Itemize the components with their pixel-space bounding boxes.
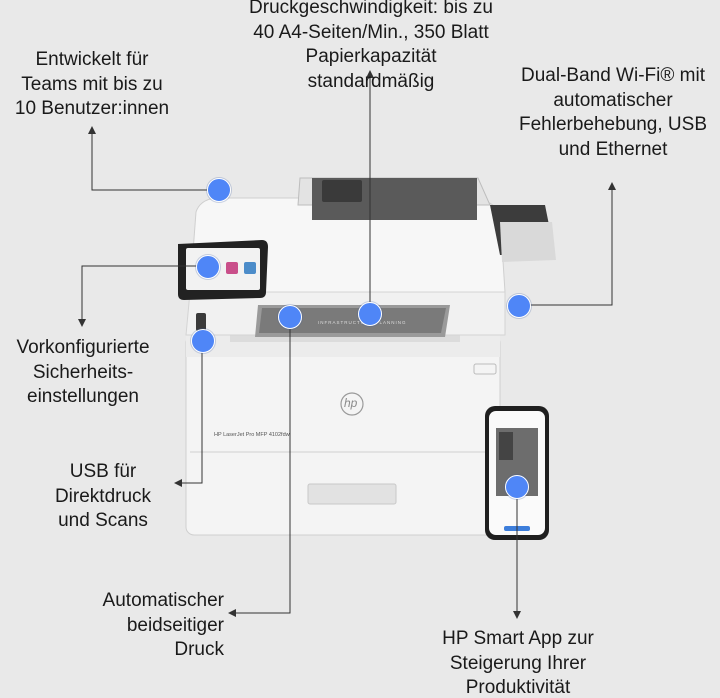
callout-app: HP Smart App zur Steigerung Ihrer Produk…: [442, 628, 594, 698]
leader-wifi: [518, 186, 613, 306]
hp-logo: hp: [344, 396, 358, 410]
leader-usb: [178, 342, 203, 484]
leader-lines: [81, 74, 613, 615]
callout-usb: USB für Direktdruck und Scans: [54, 461, 152, 531]
model-label: HP LaserJet Pro MFP 4102fdw: [214, 432, 290, 438]
leader-teams: [91, 130, 207, 191]
leader-security: [81, 265, 207, 323]
callout-wifi: Dual-Band Wi-Fi® mit automatischer Fehle…: [518, 65, 707, 160]
phone-photo-detail: [499, 432, 513, 460]
arrow-up-icon: [88, 126, 96, 134]
arrowheads: [78, 70, 616, 619]
indicator-slot: [473, 363, 497, 375]
callout-security: Vorkonfigurierte Sicherheits- einstellun…: [16, 337, 150, 407]
screen-tile: [226, 262, 238, 274]
output-paper-print: [259, 308, 446, 333]
arrow-left-icon: [228, 609, 236, 617]
hotspot-wifi[interactable]: [507, 294, 531, 318]
hotspot-speed[interactable]: [358, 302, 382, 326]
adf-guide: [322, 180, 362, 202]
hotspot-teams[interactable]: [207, 178, 231, 202]
leader-duplex: [232, 317, 291, 614]
callout-teams: Entwickelt für Teams mit bis zu 10 Benut…: [14, 49, 170, 119]
screen-tile: [244, 262, 256, 274]
callout-duplex: Automatischer beidseitiger Druck: [102, 590, 224, 660]
arrow-up-icon: [608, 182, 616, 190]
usb-port: [196, 313, 206, 331]
hotspot-control-panel[interactable]: [196, 255, 220, 279]
callout-speed: Druckgeschwindigkeit: bis zu 40 A4-Seite…: [249, 0, 493, 92]
hotspot-security[interactable]: [191, 329, 215, 353]
arrow-up-icon: [366, 70, 374, 78]
adf-output-lip: [500, 222, 556, 262]
arrow-left-icon: [174, 479, 182, 487]
hp-logo-ring: [340, 392, 364, 416]
hotspot-app[interactable]: [505, 475, 529, 499]
arrow-down-icon: [78, 319, 86, 327]
arrow-down-icon: [513, 611, 521, 619]
drawer-handle: [307, 483, 397, 505]
hotspot-duplex[interactable]: [278, 305, 302, 329]
